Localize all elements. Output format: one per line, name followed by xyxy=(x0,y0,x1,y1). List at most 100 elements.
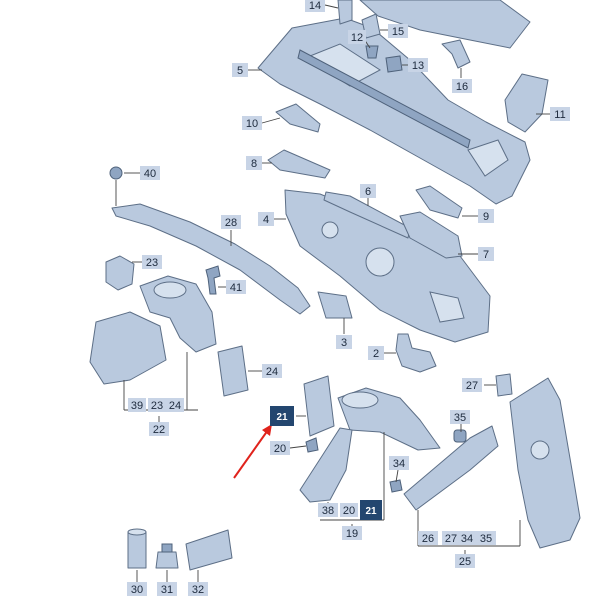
label-27: 27 xyxy=(462,378,482,392)
label-group22-24: 24 xyxy=(166,398,184,412)
svg-text:26: 26 xyxy=(422,533,434,545)
part-bracket-10 xyxy=(275,103,321,133)
svg-text:22: 22 xyxy=(153,424,165,436)
part-clip-20 xyxy=(305,437,319,453)
svg-text:38: 38 xyxy=(322,505,334,517)
svg-text:40: 40 xyxy=(144,168,156,180)
part-grommet-35 xyxy=(453,429,467,443)
label-38: 38 xyxy=(318,503,338,517)
part-bulkhead-hole xyxy=(321,221,339,239)
svg-text:30: 30 xyxy=(131,584,143,596)
part-bolt-41 xyxy=(205,265,221,295)
svg-text:16: 16 xyxy=(456,81,468,93)
label-26: 26 xyxy=(418,531,438,545)
svg-text:2: 2 xyxy=(373,348,379,360)
label-35-group25: 35 xyxy=(476,531,496,545)
svg-text:24: 24 xyxy=(266,366,278,378)
label-41: 41 xyxy=(226,280,246,294)
part-nut-40 xyxy=(109,166,123,180)
svg-text:23: 23 xyxy=(146,257,158,269)
part-top-cross-member xyxy=(359,0,531,49)
svg-text:3: 3 xyxy=(341,337,347,349)
svg-text:13: 13 xyxy=(412,60,424,72)
part-cylinder-30 xyxy=(127,531,147,569)
label-20: 20 xyxy=(270,441,290,455)
part-plug-top xyxy=(161,543,173,553)
label-27-group25: 27 xyxy=(442,531,460,545)
svg-text:35: 35 xyxy=(480,533,492,545)
label-13: 13 xyxy=(408,58,428,72)
part-cowl-panel-ridge xyxy=(297,49,471,149)
part-bracket-8 xyxy=(267,149,331,179)
svg-text:12: 12 xyxy=(351,32,363,44)
label-40: 40 xyxy=(140,166,160,180)
svg-text:20: 20 xyxy=(343,505,355,517)
label-28: 28 xyxy=(221,215,241,229)
part-rail-26 xyxy=(403,425,499,511)
svg-text:28: 28 xyxy=(225,217,237,229)
label-35: 35 xyxy=(450,410,470,424)
svg-text:21: 21 xyxy=(365,506,377,517)
part-plug-31 xyxy=(155,551,179,569)
part-side-panel-25 xyxy=(509,377,581,549)
label-group22-23: 23 xyxy=(148,398,166,412)
svg-text:27: 27 xyxy=(445,533,457,545)
label-21-highlighted: 21 xyxy=(270,406,294,426)
svg-text:4: 4 xyxy=(263,214,269,226)
label-30: 30 xyxy=(127,582,147,596)
part-cylinder-top xyxy=(127,528,147,536)
svg-text:11: 11 xyxy=(554,109,565,121)
label-5: 5 xyxy=(232,63,248,77)
label-16: 16 xyxy=(452,79,472,93)
label-20-group19: 20 xyxy=(340,503,358,517)
svg-text:21: 21 xyxy=(276,412,288,423)
svg-text:6: 6 xyxy=(365,186,371,198)
label-2: 2 xyxy=(368,346,384,360)
part-pad-32 xyxy=(185,529,233,571)
part-top-bracket xyxy=(337,0,353,25)
part-side-panel-hole xyxy=(530,440,550,460)
label-10: 10 xyxy=(242,116,262,130)
svg-text:9: 9 xyxy=(483,211,489,223)
part-strut-tower-top xyxy=(341,391,379,409)
part-strut-tower-top xyxy=(153,281,187,299)
part-bracket-16 xyxy=(441,39,471,69)
label-4: 4 xyxy=(258,212,274,226)
label-3: 3 xyxy=(336,335,352,349)
part-cross-member-28 xyxy=(111,203,311,315)
label-11: 11 xyxy=(550,107,570,121)
label-6: 6 xyxy=(360,184,376,198)
part-plate-3 xyxy=(317,291,353,319)
svg-text:23: 23 xyxy=(151,400,163,412)
svg-text:14: 14 xyxy=(309,0,321,12)
svg-text:19: 19 xyxy=(346,528,358,540)
svg-text:32: 32 xyxy=(192,584,204,596)
label-group22-39: 39 xyxy=(128,398,146,412)
label-23: 23 xyxy=(142,255,162,269)
label-31: 31 xyxy=(157,582,177,596)
svg-text:5: 5 xyxy=(237,65,243,77)
svg-text:24: 24 xyxy=(169,400,181,412)
part-bulkhead-hole xyxy=(365,247,395,277)
part-bracket-7 xyxy=(399,211,463,259)
svg-text:31: 31 xyxy=(161,584,173,596)
svg-text:7: 7 xyxy=(483,249,489,261)
svg-text:41: 41 xyxy=(230,282,242,294)
part-strip-6 xyxy=(323,191,411,239)
label-12: 12 xyxy=(348,30,366,44)
part-wheelhouse-39 xyxy=(89,311,167,385)
svg-text:8: 8 xyxy=(251,158,257,170)
label-22: 22 xyxy=(149,422,169,436)
part-bracket-2 xyxy=(395,333,437,373)
label-34: 34 xyxy=(389,456,409,470)
label-7: 7 xyxy=(478,247,494,261)
red-arrow xyxy=(233,424,272,479)
label-24: 24 xyxy=(262,364,282,378)
part-bracket-23 xyxy=(105,255,135,291)
label-19: 19 xyxy=(342,526,362,540)
svg-text:34: 34 xyxy=(461,533,473,545)
svg-text:20: 20 xyxy=(274,443,286,455)
part-side-bracket-11 xyxy=(504,73,549,133)
